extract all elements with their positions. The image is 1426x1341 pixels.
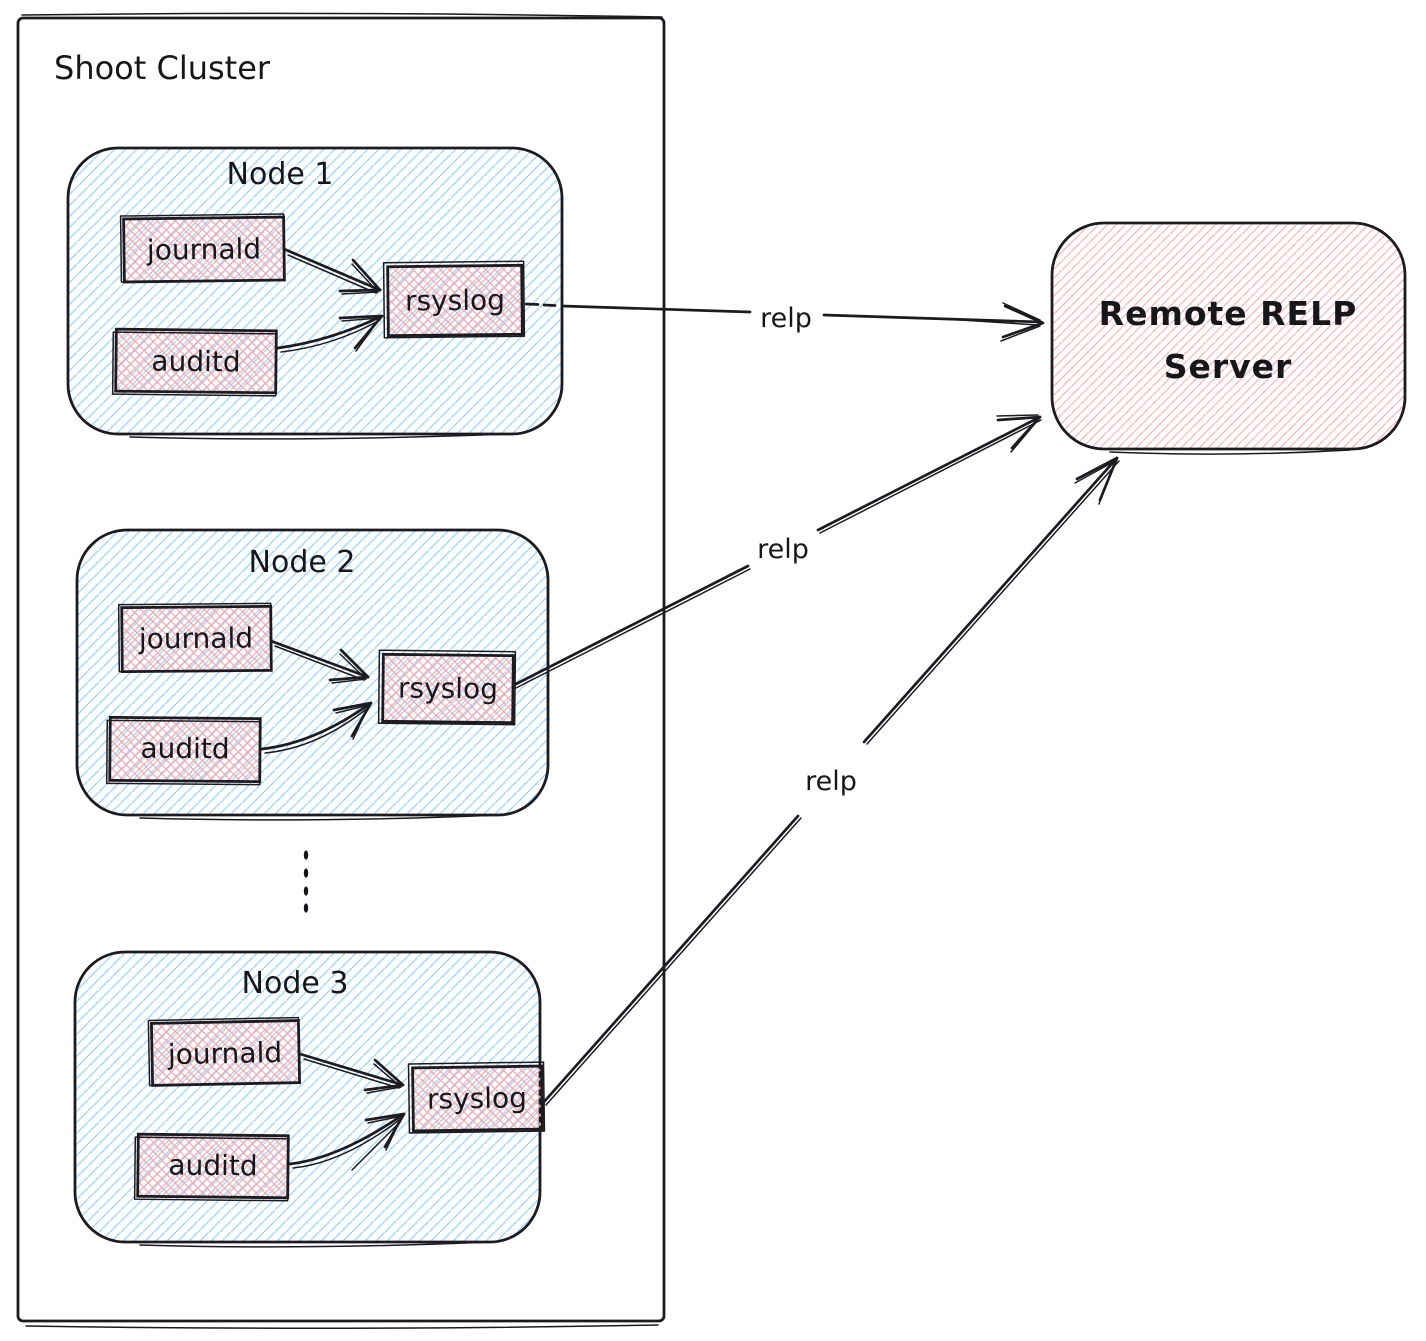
relp-label-1: relp bbox=[760, 303, 812, 334]
relp-label-3: relp bbox=[805, 766, 857, 797]
node-1-auditd-box-sketch bbox=[111, 331, 278, 397]
node-3-rsyslog-box bbox=[411, 1064, 544, 1133]
relp-edge-node-1: relp bbox=[524, 302, 1045, 342]
arrowhead bbox=[338, 258, 382, 293]
relp-label-2: relp bbox=[757, 534, 809, 565]
more-nodes-ellipsis bbox=[303, 850, 309, 913]
node-2-rsyslog-label: rsyslog bbox=[398, 671, 498, 705]
node-3-auditd: auditd bbox=[133, 1132, 290, 1202]
node-2-journald: journald bbox=[117, 602, 273, 674]
node-2-journald-box-sketch bbox=[117, 602, 273, 673]
node-1-rsyslog-box bbox=[386, 263, 524, 338]
arrowhead-sketch bbox=[996, 414, 1039, 453]
node-3-auditd-label: auditd bbox=[168, 1149, 258, 1183]
node-2-rsyslog-box-sketch bbox=[377, 649, 517, 726]
arrow-shaft bbox=[282, 247, 382, 292]
arrow-shaft-sketch bbox=[292, 1117, 403, 1169]
remote-relp-server-label-line1: Remote RELP bbox=[1099, 294, 1358, 333]
arrowhead-sketch bbox=[341, 263, 379, 295]
node-1-auditd-label: auditd bbox=[151, 345, 241, 379]
edge-line-sketch bbox=[545, 460, 1120, 1106]
cluster-top-sketch-line bbox=[21, 12, 663, 18]
arrow-shaft-sketch bbox=[264, 706, 370, 754]
ellipsis-dot bbox=[303, 903, 309, 913]
arrow-journald-to-rsyslog-node-2 bbox=[269, 639, 370, 684]
node-1: Node 1 journald auditd rsyslog bbox=[66, 146, 564, 440]
node-3-auditd-box-sketch bbox=[133, 1136, 290, 1202]
node-2-journald-label: journald bbox=[138, 622, 253, 656]
node-2-rsyslog-box bbox=[381, 652, 515, 725]
arrowhead-sketch bbox=[1000, 302, 1041, 342]
arrowhead-sketch bbox=[1074, 460, 1116, 505]
node-3-journald-label: journald bbox=[167, 1036, 283, 1071]
arrow-shaft bbox=[288, 1112, 406, 1166]
arrowhead bbox=[1001, 304, 1045, 339]
arrow-shaft-sketch bbox=[303, 1058, 400, 1089]
arrowhead-sketch bbox=[335, 704, 370, 740]
arrow-shaft-sketch bbox=[287, 254, 377, 294]
edge-line-sketch bbox=[515, 419, 1042, 689]
edge-line bbox=[541, 456, 1119, 1105]
server-sketch-line bbox=[1109, 449, 1351, 455]
arrow-shaft bbox=[298, 1052, 405, 1087]
remote-relp-server-label-line2: Server bbox=[1164, 347, 1293, 386]
arrow-auditd-to-rsyslog-node-1 bbox=[276, 314, 384, 353]
ellipsis-dot bbox=[303, 886, 309, 896]
arrow-auditd-to-rsyslog-node-3 bbox=[288, 1112, 406, 1171]
arrow-shaft bbox=[269, 639, 370, 679]
node-2-sketch-line bbox=[139, 814, 501, 821]
ellipsis-dot bbox=[303, 868, 309, 878]
node-2-auditd: auditd bbox=[105, 715, 262, 786]
node-1-label: Node 1 bbox=[227, 157, 334, 192]
edge-start-dashes bbox=[524, 302, 557, 307]
arrow-journald-to-rsyslog-node-3 bbox=[298, 1052, 405, 1094]
node-3-rsyslog-label: rsyslog bbox=[427, 1081, 527, 1115]
node-1-journald-label: journald bbox=[146, 232, 262, 266]
ellipsis-dot bbox=[303, 850, 309, 860]
arrowhead bbox=[363, 1058, 405, 1092]
node-1-journald: journald bbox=[119, 213, 286, 284]
node-1-journald-box-sketch bbox=[119, 213, 286, 283]
node-2-rsyslog: rsyslog bbox=[377, 649, 517, 726]
node-2-auditd-box-sketch bbox=[105, 719, 261, 786]
node-1-rsyslog-box-sketch bbox=[382, 260, 526, 339]
node-3-rsyslog-box-sketch bbox=[407, 1061, 546, 1134]
arrowhead-sketch bbox=[366, 1063, 402, 1094]
arrow-journald-to-rsyslog-node-1 bbox=[282, 247, 382, 295]
node-2-auditd-label: auditd bbox=[140, 732, 230, 766]
remote-relp-server-box bbox=[1050, 221, 1407, 451]
node-1-sketch-line bbox=[129, 433, 511, 440]
edge-line bbox=[512, 415, 1042, 687]
node-3-journald: journald bbox=[147, 1016, 302, 1087]
node-2-label: Node 2 bbox=[249, 545, 356, 580]
arrow-auditd-to-rsyslog-node-2 bbox=[260, 701, 373, 754]
node-3-sketch-line bbox=[139, 1241, 491, 1248]
node-2: Node 2 journald auditd rsyslog bbox=[75, 528, 550, 821]
arrow-stray-sketch bbox=[351, 1121, 401, 1171]
node-1-rsyslog: rsyslog bbox=[382, 260, 526, 339]
arrowhead-sketch bbox=[331, 653, 367, 684]
node-3-journald-box-sketch bbox=[147, 1016, 301, 1087]
relp-edge-node-2: relp bbox=[512, 414, 1042, 689]
node-1-rsyslog-label: rsyslog bbox=[405, 283, 505, 317]
node-3: Node 3 journald auditd rsyslog bbox=[73, 950, 546, 1248]
edge-line-sketch bbox=[929, 317, 1039, 326]
arrowhead-sketch bbox=[341, 317, 381, 352]
node-1-auditd: auditd bbox=[111, 327, 278, 397]
shoot-cluster-label: Shoot Cluster bbox=[54, 49, 271, 87]
remote-relp-server: Remote RELP Server bbox=[1050, 221, 1407, 455]
cluster-bottom-sketch-line bbox=[25, 1324, 659, 1330]
arrow-shaft-sketch bbox=[280, 319, 381, 353]
arrow-shaft bbox=[260, 701, 373, 751]
node-3-rsyslog: rsyslog bbox=[407, 1061, 546, 1134]
node-3-label: Node 3 bbox=[242, 966, 349, 1001]
arrowhead bbox=[328, 648, 370, 682]
arrow-shaft-sketch bbox=[274, 645, 365, 681]
arrow-shaft bbox=[276, 314, 384, 350]
relp-edge-node-3: relp bbox=[541, 456, 1120, 1106]
